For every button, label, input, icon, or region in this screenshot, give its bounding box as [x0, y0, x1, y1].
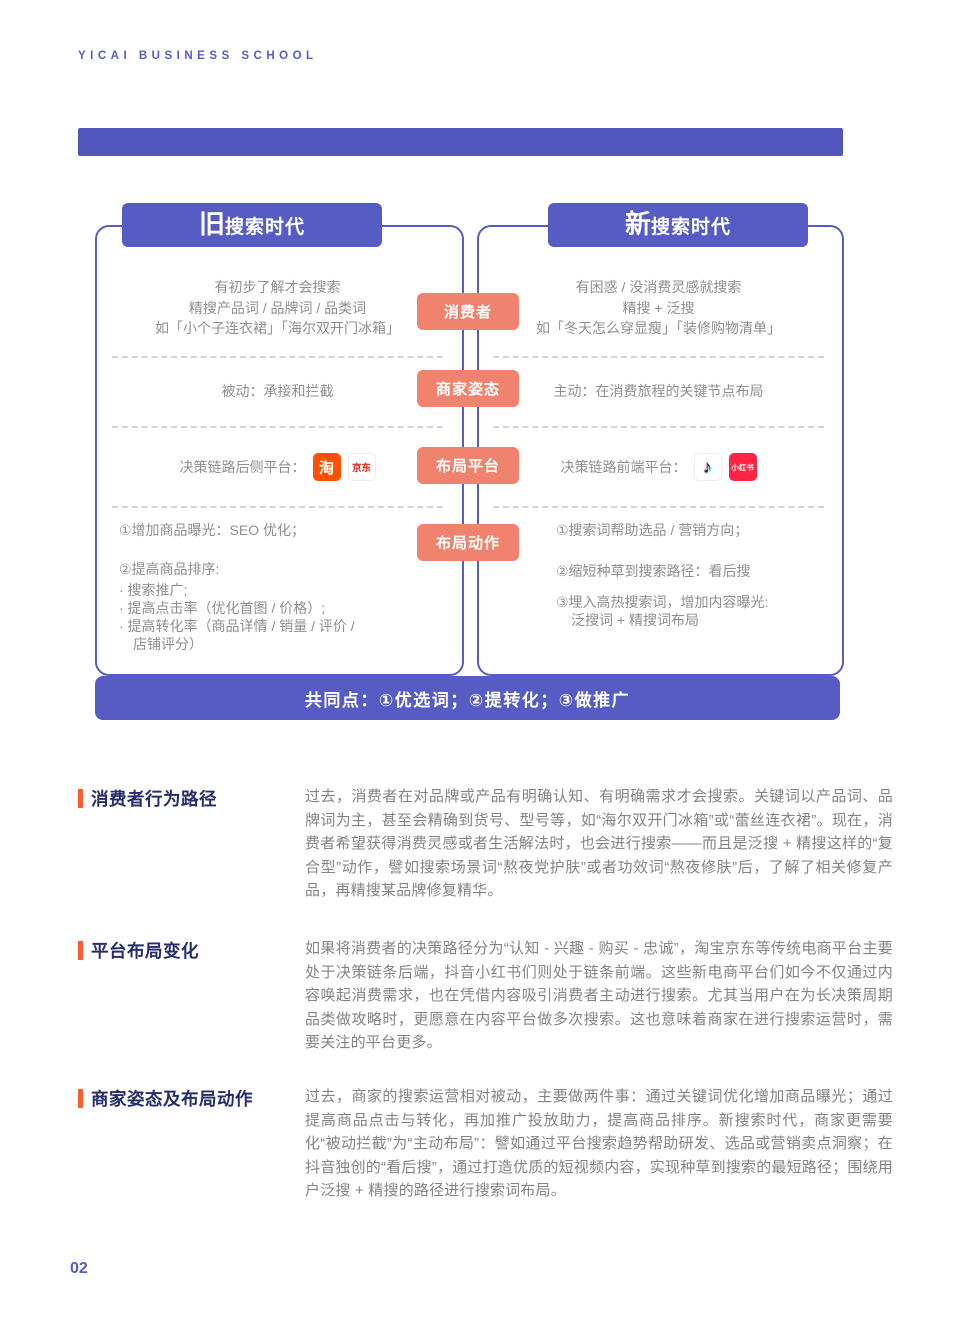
- center-label-platforms: 布局平台: [417, 447, 519, 484]
- accent-bar: [78, 789, 83, 808]
- old-consumer-line: 有初步了解才会搜索: [214, 279, 341, 295]
- accent-bar: [78, 1089, 83, 1108]
- dashed-divider: [112, 426, 443, 428]
- new-consumer-line: 如「冬天怎么穿显瘦」「装修购物清单」: [536, 320, 781, 336]
- new-platforms-row: 决策链路前端平台： ♪ 小红书: [479, 452, 838, 482]
- dashed-divider: [493, 356, 824, 358]
- new-era-title-prefix: 新: [624, 209, 651, 239]
- section-title: 平台布局变化: [91, 941, 199, 961]
- new-action-line: 泛搜词 + 精搜词布局: [571, 612, 699, 628]
- dashed-divider: [112, 356, 443, 358]
- old-merchant-stance: 被动：承接和拦截: [221, 383, 334, 399]
- old-platforms-row: 决策链路后侧平台： 淘 京东: [97, 452, 458, 482]
- new-actions-list: ①搜索词帮助选品 / 营销方向； ②缩短种草到搜索路径：看后搜 ③埋入高热搜索词…: [556, 521, 838, 629]
- dashed-divider: [493, 506, 824, 508]
- page-number: 02: [70, 1260, 88, 1277]
- new-consumer-behavior: 有困惑 / 没消费灵感就搜索 精搜 + 泛搜 如「冬天怎么穿显瘦」「装修购物清单…: [479, 277, 838, 339]
- new-merchant-stance: 主动：在消费旅程的关键节点布局: [553, 383, 764, 399]
- section-header-platform-change: 平台布局变化: [78, 938, 199, 963]
- new-platforms-label: 决策链路前端平台：: [560, 459, 687, 475]
- section-header-merchant-actions: 商家姿态及布局动作: [78, 1086, 253, 1111]
- old-consumer-behavior: 有初步了解才会搜索 精搜产品词 / 品牌词 / 品类词 如「小个子连衣裙」「海尔…: [97, 277, 458, 339]
- new-era-title-text: 搜索时代: [651, 217, 732, 238]
- center-label-merchant-stance: 商家姿态: [417, 370, 519, 407]
- section-header-consumer-path: 消费者行为路径: [78, 786, 217, 811]
- douyin-icon: ♪: [693, 453, 722, 481]
- section-body-platform-change: 如果将消费者的决策路径分为“认知 - 兴趣 - 购买 - 忠诚”，淘宝京东等传统…: [305, 940, 893, 1051]
- new-consumer-line: 精搜 + 泛搜: [622, 299, 695, 316]
- old-action-line: · 提高转化率（商品详情 / 销量 / 评价 /: [119, 618, 355, 634]
- new-action-line: ①搜索词帮助选品 / 营销方向；: [556, 522, 749, 538]
- old-consumer-line: 精搜产品词 / 品牌词 / 品类词: [188, 299, 367, 316]
- section-title: 商家姿态及布局动作: [91, 1089, 253, 1109]
- jd-icon: 京东: [347, 453, 376, 481]
- center-label-consumer: 消费者: [417, 293, 519, 330]
- section-banner: [78, 128, 843, 156]
- new-action-line: ③埋入高热搜索词，增加内容曝光:: [556, 594, 769, 610]
- section-body-merchant-actions: 过去，商家的搜索运营相对被动，主要做两件事：通过关键词优化增加商品曝光；通过提高…: [305, 1088, 893, 1199]
- accent-bar: [78, 941, 83, 960]
- new-era-title: 新搜索时代: [548, 203, 808, 247]
- common-points-bar: 共同点：①优选词；②提转化；③做推广: [95, 676, 840, 720]
- old-action-line: ②提高商品排序:: [119, 561, 220, 577]
- center-label-actions: 布局动作: [417, 524, 519, 561]
- old-consumer-line: 如「小个子连衣裙」「海尔双开门冰箱」: [155, 320, 400, 336]
- dashed-divider: [493, 426, 824, 428]
- new-action-line: ②缩短种草到搜索路径：看后搜: [556, 563, 751, 579]
- dashed-divider: [112, 506, 443, 508]
- taobao-icon: 淘: [312, 453, 341, 481]
- old-action-line: ①增加商品曝光：SEO 优化；: [119, 522, 306, 538]
- new-consumer-line: 有困惑 / 没消费灵感就搜索: [575, 279, 742, 295]
- xiaohongshu-icon: 小红书: [728, 453, 757, 481]
- old-era-title: 旧搜索时代: [122, 203, 382, 247]
- brand-logo: YICAI BUSINESS SCHOOL: [78, 50, 318, 62]
- old-action-line: 店铺评分）: [133, 636, 203, 652]
- old-era-title-text: 搜索时代: [225, 217, 306, 238]
- old-action-line: · 搜索推广;: [119, 582, 188, 598]
- section-title: 消费者行为路径: [91, 789, 217, 809]
- section-body-consumer-path: 过去，消费者在对品牌或产品有明确认知、有明确需求才会搜索。关键词以产品词、品牌词…: [305, 788, 893, 899]
- old-era-title-prefix: 旧: [198, 209, 225, 239]
- old-actions-list: ①增加商品曝光：SEO 优化； ②提高商品排序: · 搜索推广; · 提高点击率…: [119, 521, 457, 653]
- old-action-line: · 提高点击率（优化首图 / 价格）;: [119, 600, 326, 616]
- old-platforms-label: 决策链路后侧平台：: [179, 459, 306, 475]
